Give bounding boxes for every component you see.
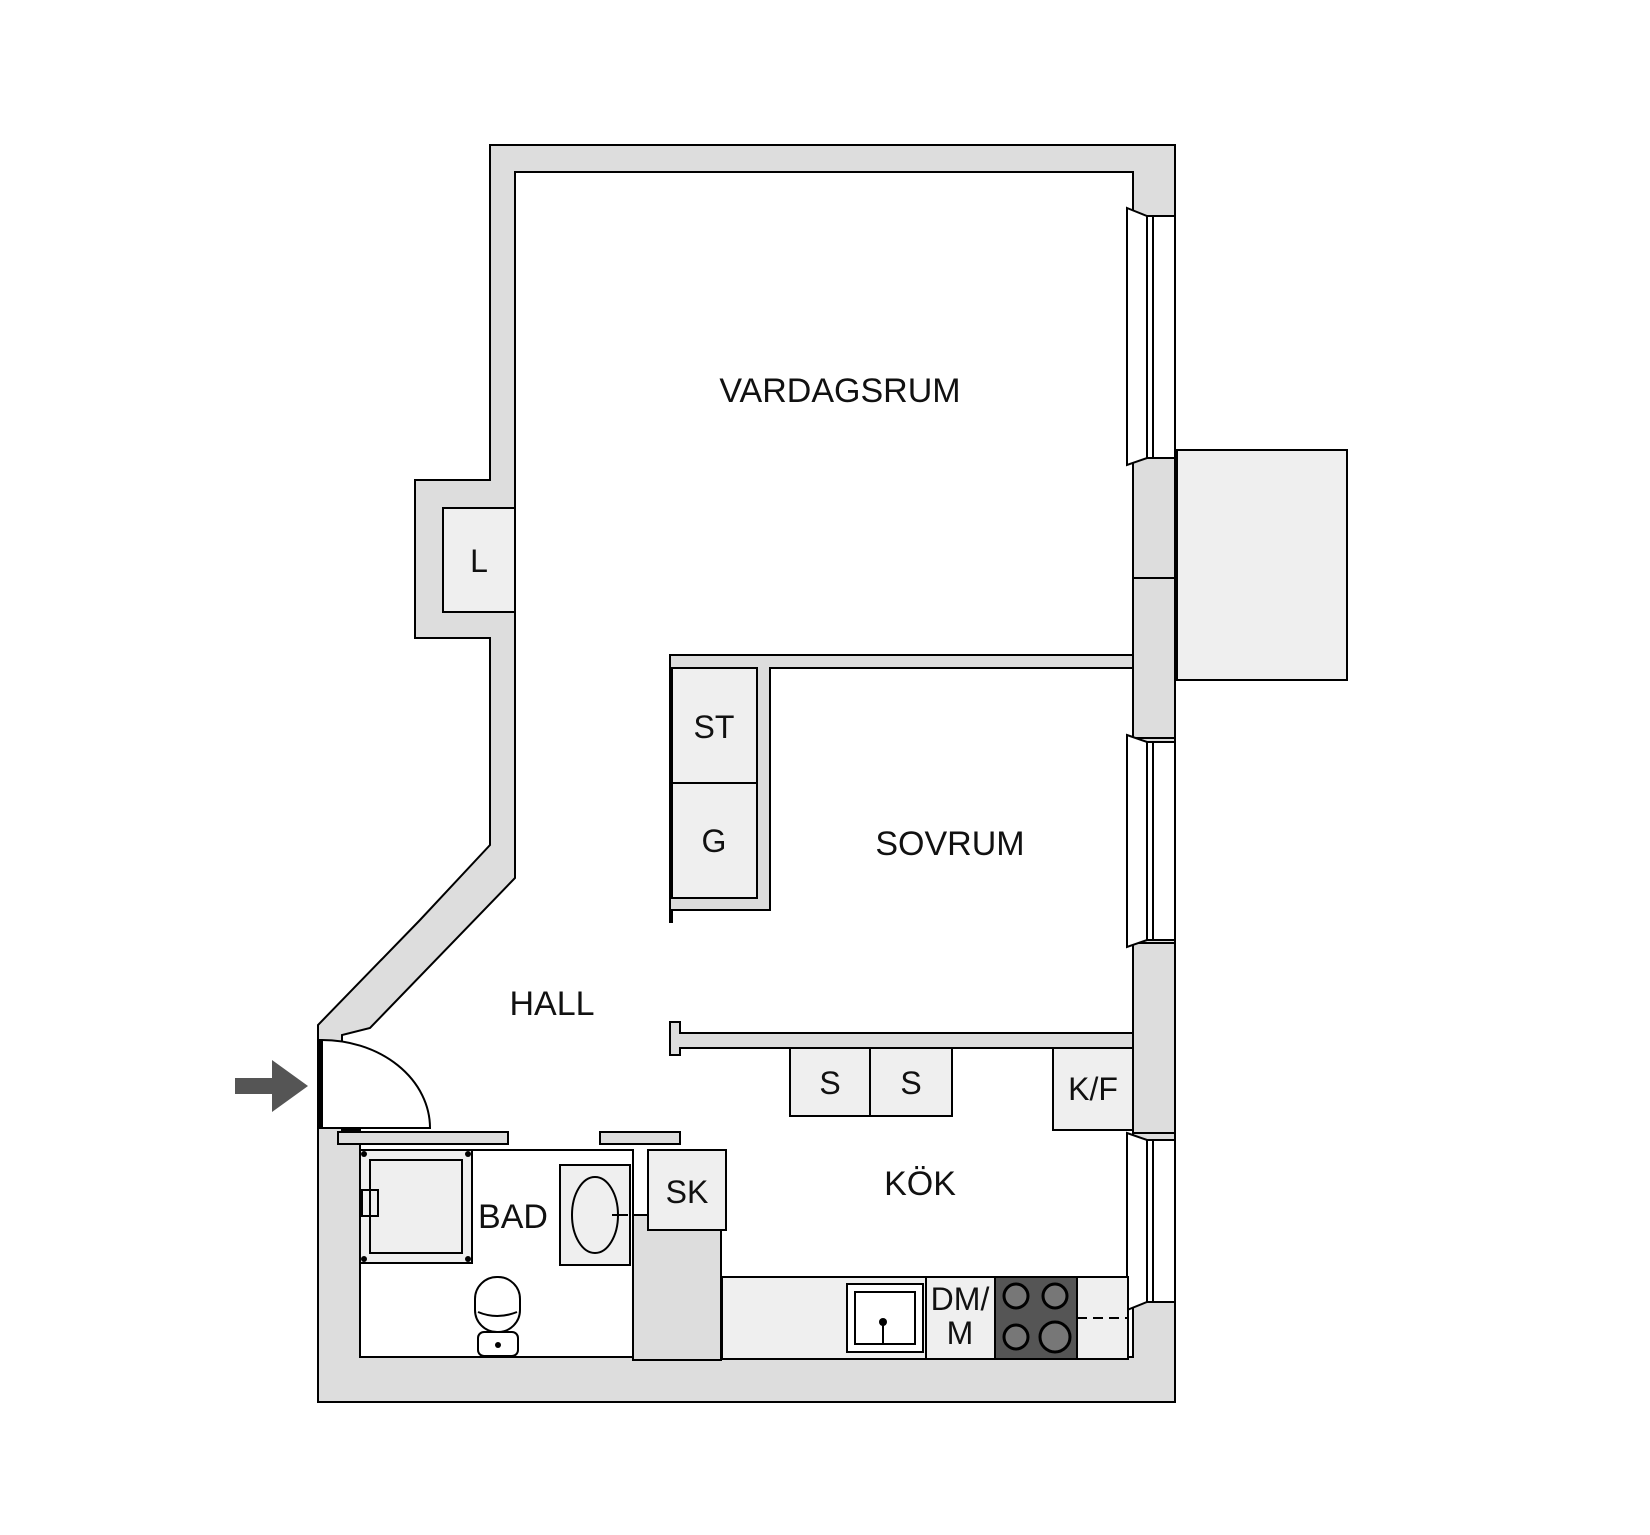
cabinet-s-2 (869, 1047, 953, 1117)
fixture-label-st: ST (694, 709, 735, 745)
wardrobe-st (671, 667, 758, 784)
room-label-vardagsrum: VARDAGSRUM (719, 372, 960, 410)
fixture-label-s2: S (900, 1065, 921, 1101)
room-label-sovrum: SOVRUM (875, 825, 1024, 863)
fixture-label-s1: S (819, 1065, 840, 1101)
fixture-label-kf: K/F (1068, 1071, 1118, 1107)
cabinet-s-1 (789, 1047, 871, 1117)
fridge-freezer (1052, 1047, 1134, 1131)
room-label-kok: KÖK (884, 1165, 956, 1203)
kitchen-counter (721, 1276, 1129, 1360)
fixture-label-sk: SK (666, 1174, 709, 1210)
fixture-label-m: M (947, 1315, 974, 1351)
room-label-bad: BAD (478, 1198, 548, 1236)
fixture-label-linen: L (470, 543, 488, 579)
toilet-icon (474, 1276, 521, 1357)
balcony (1176, 449, 1348, 681)
windows (1126, 206, 1176, 1312)
linen-cabinet (442, 507, 516, 613)
kitchen-sink-icon (846, 1283, 924, 1353)
shower-icon (359, 1149, 473, 1264)
fixture-label-dm: DM/ (931, 1281, 990, 1317)
wardrobe-g (671, 782, 758, 899)
room-label-hall: HALL (509, 985, 594, 1023)
cleaning-cabinet (647, 1149, 727, 1231)
entrance-arrow-icon (235, 1060, 308, 1112)
washbasin-icon (559, 1164, 631, 1266)
entrance-door (319, 1038, 432, 1129)
fixture-label-g: G (702, 823, 727, 859)
